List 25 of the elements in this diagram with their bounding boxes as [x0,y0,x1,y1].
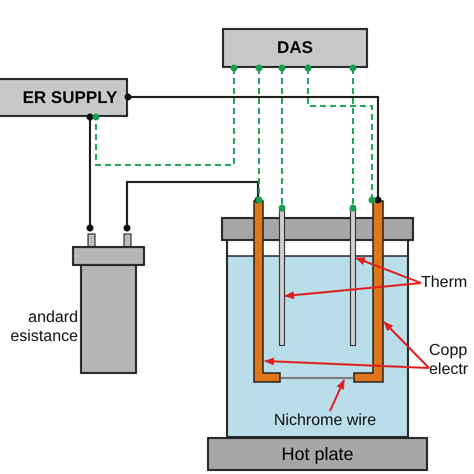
callout-label: Therm [421,273,474,293]
wire [124,181,262,232]
thermocouple-rod [279,208,285,346]
electrode [353,200,384,383]
thermocouple-rod [350,208,356,346]
leader-line [284,282,422,300]
wire [86,114,94,232]
leader-line [383,321,430,369]
callout-label: Nichrome wire [270,411,380,431]
wire [256,64,262,204]
wire [350,64,356,212]
callout-label: Copp electr [429,341,474,381]
wire [92,64,238,166]
power-supply-box: ER SUPPLY [0,78,128,117]
wire [304,64,376,204]
nichrome-wire [281,376,353,380]
hot-plate: Hot plate [207,437,428,471]
instrument-box: DAS [222,28,368,68]
electrode [253,200,281,383]
wire [124,94,382,204]
wire [278,64,286,212]
leader-line [264,357,430,369]
leader-line [355,257,422,284]
leader-line [329,379,345,412]
component-label: andard esistance [9,308,78,346]
